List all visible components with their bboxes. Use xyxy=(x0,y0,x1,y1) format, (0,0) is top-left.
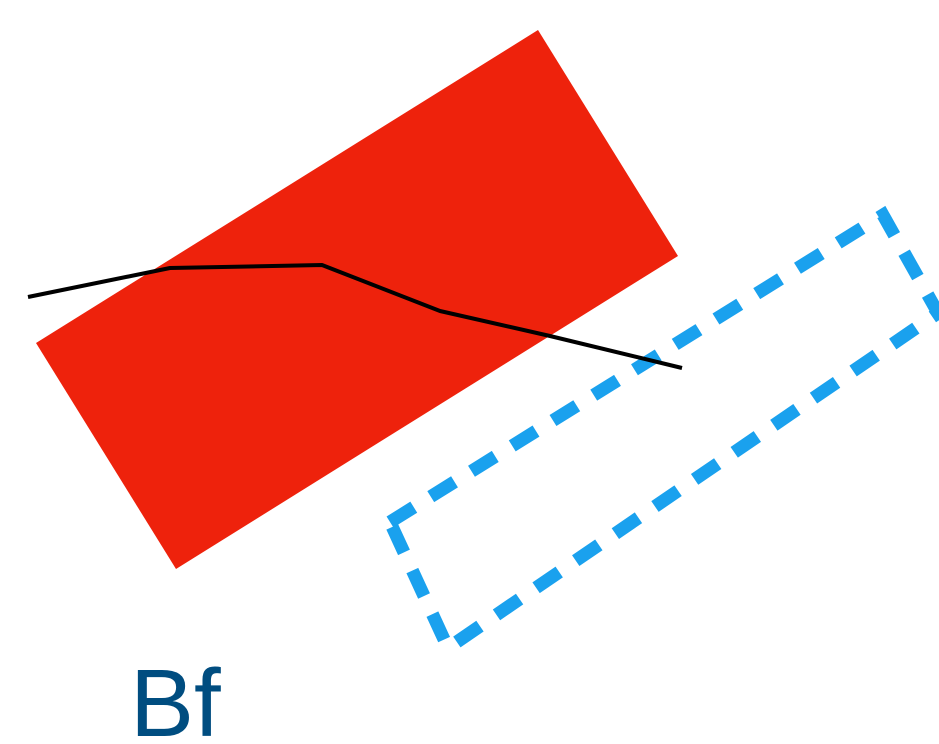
black-polyline xyxy=(27,263,683,370)
blue-dashed-rectangle xyxy=(381,205,939,658)
label-bf: Bf xyxy=(130,650,221,744)
red-filled-rectangle xyxy=(36,30,678,569)
